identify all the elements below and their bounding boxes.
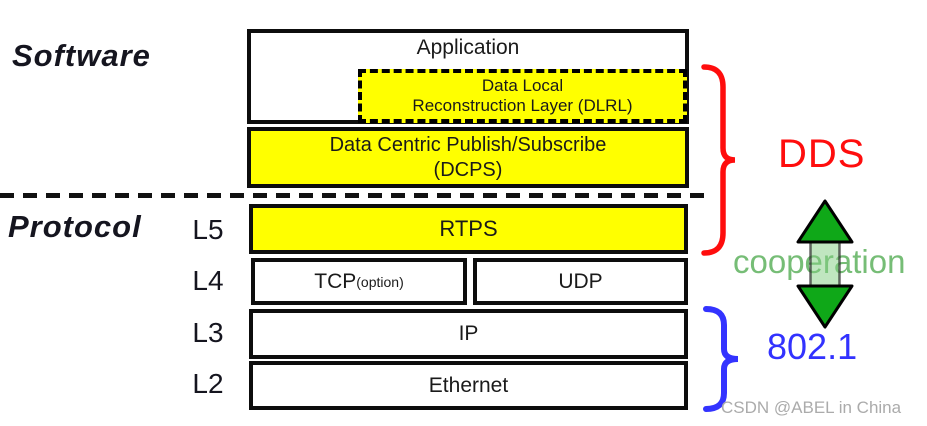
dcps-label-line1: Data Centric Publish/Subscribe	[329, 133, 607, 156]
rtps-label: RTPS	[439, 216, 498, 241]
tcp-option-label: (option)	[356, 273, 404, 290]
ip-box: IP	[249, 309, 688, 359]
dcps-box: Data Centric Publish/Subscribe (DCPS)	[247, 127, 689, 188]
updown-arrow-icon	[796, 199, 854, 329]
application-label: Application	[416, 36, 520, 59]
dds-brace-icon	[701, 64, 736, 256]
tcp-box: TCP(option)	[251, 258, 467, 305]
layer-label-l3: L3	[192, 317, 224, 348]
dds-label: DDS	[778, 132, 866, 176]
udp-label: UDP	[558, 269, 603, 293]
layer-label-l2: L2	[192, 368, 224, 399]
ethernet-label: Ethernet	[428, 373, 509, 397]
software-section-label: Software	[12, 38, 151, 73]
rtps-box: RTPS	[249, 204, 688, 254]
ethernet-box: Ethernet	[249, 361, 688, 410]
watermark: CSDN @ABEL in China	[721, 398, 902, 417]
ieee-802-1-label: 802.1	[767, 326, 858, 367]
dlrl-label-line2: Reconstruction Layer (DLRL)	[412, 96, 633, 115]
software-protocol-divider	[0, 193, 706, 198]
protocol-section-label: Protocol	[8, 209, 142, 244]
udp-box: UDP	[473, 258, 688, 305]
dlrl-label-line1: Data Local	[481, 76, 564, 95]
layer-label-l5: L5	[192, 214, 224, 245]
dlrl-box: Data Local Reconstruction Layer (DLRL)	[358, 69, 687, 123]
tcp-label: TCP	[314, 269, 357, 293]
ip-label: IP	[458, 322, 479, 345]
ieee-brace-icon	[703, 306, 739, 412]
layer-label-l4: L4	[192, 265, 224, 296]
dcps-label-line2: (DCPS)	[433, 158, 503, 181]
